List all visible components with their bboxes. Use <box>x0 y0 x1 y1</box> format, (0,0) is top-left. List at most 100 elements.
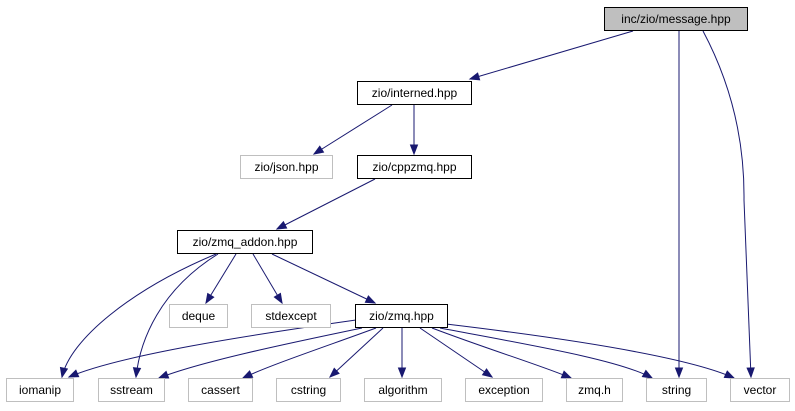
arrow-head <box>59 366 69 379</box>
arrow-head <box>397 367 407 379</box>
arrow-head <box>746 367 755 379</box>
arrow-head <box>364 295 377 304</box>
edge-line <box>68 319 357 378</box>
arrow-head <box>312 145 325 155</box>
arrow-head <box>674 367 684 379</box>
edge-line <box>445 323 735 379</box>
edge-zmq-to-iomanip <box>67 319 357 378</box>
arrow-head <box>723 370 736 379</box>
arrow-head <box>560 370 573 379</box>
node-message[interactable]: inc/zio/message.hpp <box>604 7 748 31</box>
edge-interned-to-cppzmq <box>409 105 419 156</box>
edge-line <box>271 253 376 304</box>
node-label: exception <box>478 383 529 397</box>
arrow-head <box>275 220 288 230</box>
edge-zmq-to-string <box>439 327 654 379</box>
edge-zmq-to-sstream <box>157 327 363 379</box>
node-cppzmq[interactable]: zio/cppzmq.hpp <box>357 155 472 179</box>
edge-line <box>158 327 363 379</box>
node-interned[interactable]: zio/interned.hpp <box>357 81 472 105</box>
edge-zmq_addon-to-deque <box>205 253 237 305</box>
edge-line <box>419 327 493 378</box>
node-zmq[interactable]: zio/zmq.hpp <box>355 304 448 328</box>
node-algorithm[interactable]: algorithm <box>364 378 442 402</box>
edge-cppzmq-to-zmq_addon <box>275 178 376 230</box>
node-stdexcept[interactable]: stdexcept <box>251 304 331 328</box>
edge-line <box>276 178 376 230</box>
edges <box>59 30 755 379</box>
edge-zmq-to-cstring <box>328 327 384 378</box>
arrow-head <box>328 367 340 378</box>
arrow-head <box>273 292 283 305</box>
edge-zmq-to-algorithm <box>397 328 407 379</box>
arrow-head <box>67 369 80 378</box>
node-box <box>566 378 623 402</box>
node-box <box>177 230 313 254</box>
node-box <box>357 155 472 179</box>
node-zmqh[interactable]: zmq.h <box>566 378 623 402</box>
edge-line <box>242 327 377 379</box>
edge-line <box>135 253 219 378</box>
edge-zmq-to-exception <box>419 327 494 378</box>
edge-line <box>313 104 393 155</box>
node-box <box>240 155 333 179</box>
node-label: iomanip <box>19 383 61 397</box>
edge-zmq-to-zmqh <box>431 327 573 379</box>
node-box <box>646 378 707 402</box>
edge-message-to-interned <box>468 30 634 81</box>
node-box <box>604 7 748 31</box>
edge-line <box>469 30 634 80</box>
node-box <box>355 304 448 328</box>
node-label: algorithm <box>378 383 427 397</box>
node-cassert[interactable]: cassert <box>188 378 253 402</box>
node-string[interactable]: string <box>646 378 707 402</box>
node-box <box>465 378 543 402</box>
edge-line <box>702 30 752 378</box>
edge-line <box>439 327 653 379</box>
edge-zmq_addon-to-sstream <box>132 253 219 379</box>
edge-message-to-string <box>674 31 684 379</box>
edge-zmq_addon-to-iomanip <box>59 253 217 379</box>
node-label: sstream <box>110 383 153 397</box>
node-exception[interactable]: exception <box>465 378 543 402</box>
node-deque[interactable]: deque <box>169 304 228 328</box>
node-box <box>98 378 165 402</box>
arrow-head <box>641 369 654 379</box>
node-box <box>364 378 442 402</box>
node-label: zio/cppzmq.hpp <box>372 160 456 174</box>
node-label: zmq.h <box>578 383 611 397</box>
edge-zmq_addon-to-zmq <box>271 253 377 304</box>
node-json[interactable]: zio/json.hpp <box>240 155 333 179</box>
node-box <box>188 378 253 402</box>
node-sstream[interactable]: sstream <box>98 378 165 402</box>
arrow-head <box>157 370 170 379</box>
node-label: cassert <box>201 383 240 397</box>
arrow-head <box>241 370 254 379</box>
node-label: inc/zio/message.hpp <box>621 12 731 26</box>
node-box <box>730 378 790 402</box>
node-zmq_addon[interactable]: zio/zmq_addon.hpp <box>177 230 313 254</box>
edge-line <box>61 253 217 378</box>
node-label: deque <box>182 309 216 323</box>
node-label: zio/json.hpp <box>254 160 318 174</box>
node-box <box>251 304 331 328</box>
node-label: zio/interned.hpp <box>372 86 458 100</box>
arrow-head <box>481 368 494 378</box>
arrow-head <box>468 72 481 81</box>
node-label: zio/zmq_addon.hpp <box>193 235 298 249</box>
edge-line <box>431 327 572 379</box>
node-vector[interactable]: vector <box>730 378 790 402</box>
node-box <box>6 378 74 402</box>
edge-line <box>205 253 237 304</box>
node-label: zio/zmq.hpp <box>369 309 434 323</box>
arrow-head <box>132 367 142 379</box>
node-label: string <box>662 383 691 397</box>
node-label: cstring <box>291 383 326 397</box>
node-label: stdexcept <box>265 309 317 323</box>
node-iomanip[interactable]: iomanip <box>6 378 74 402</box>
node-cstring[interactable]: cstring <box>276 378 341 402</box>
node-box <box>357 81 472 105</box>
edge-line <box>329 327 384 378</box>
nodes: inc/zio/message.hpp zio/interned.hpp zio/j… <box>6 7 790 402</box>
